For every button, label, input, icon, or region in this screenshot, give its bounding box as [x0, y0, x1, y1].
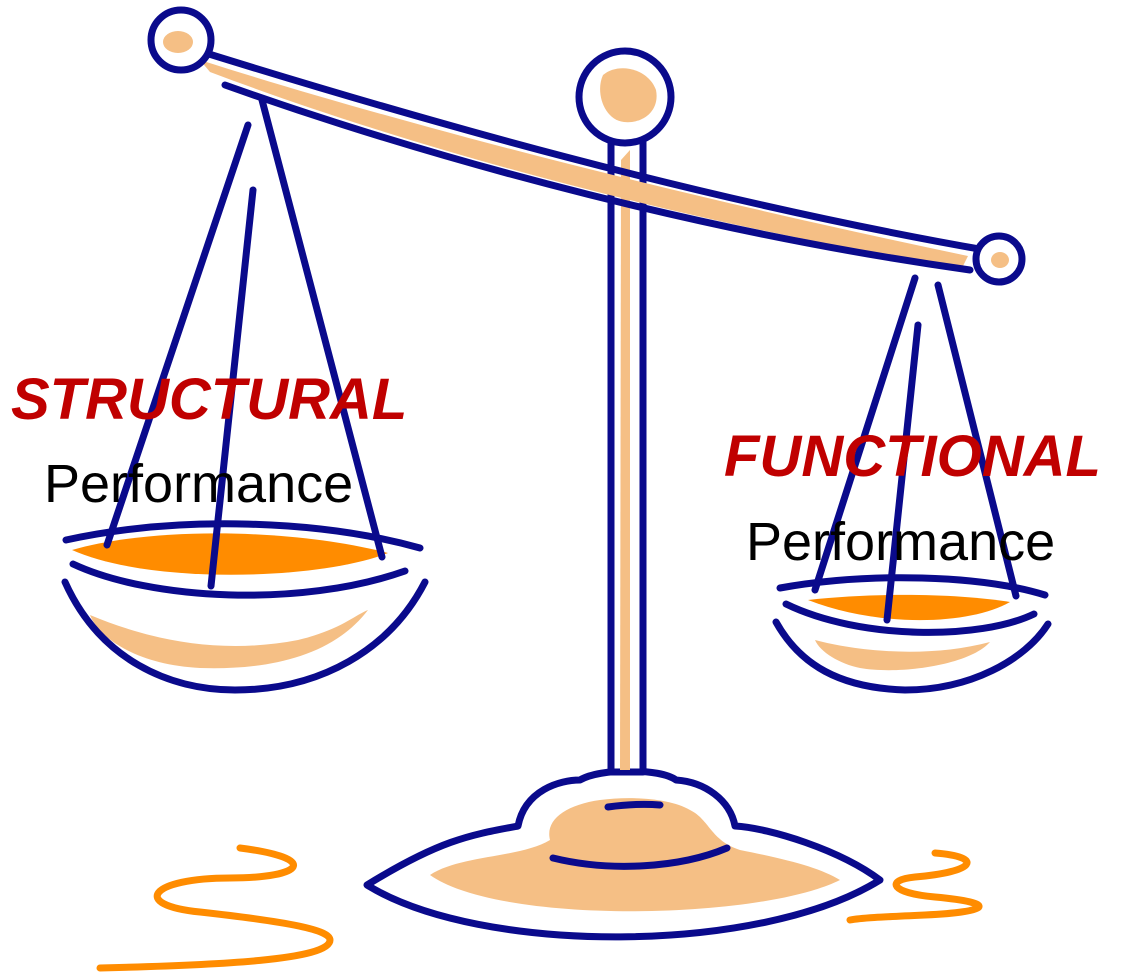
right-category-label: FUNCTIONAL: [724, 424, 1101, 489]
right-scale-pan: [772, 274, 1052, 694]
left-scale-pan: [61, 96, 429, 694]
left-swirl-decoration: [96, 844, 334, 972]
left-category-label: STRUCTURAL: [11, 367, 408, 432]
scale-base: [363, 767, 884, 941]
right-performance-label: Performance: [746, 512, 1056, 572]
scale-beam: [147, 6, 1026, 286]
left-performance-label: Performance: [44, 454, 354, 514]
scale-pole: [575, 47, 675, 776]
right-swirl-decoration: [846, 849, 983, 924]
